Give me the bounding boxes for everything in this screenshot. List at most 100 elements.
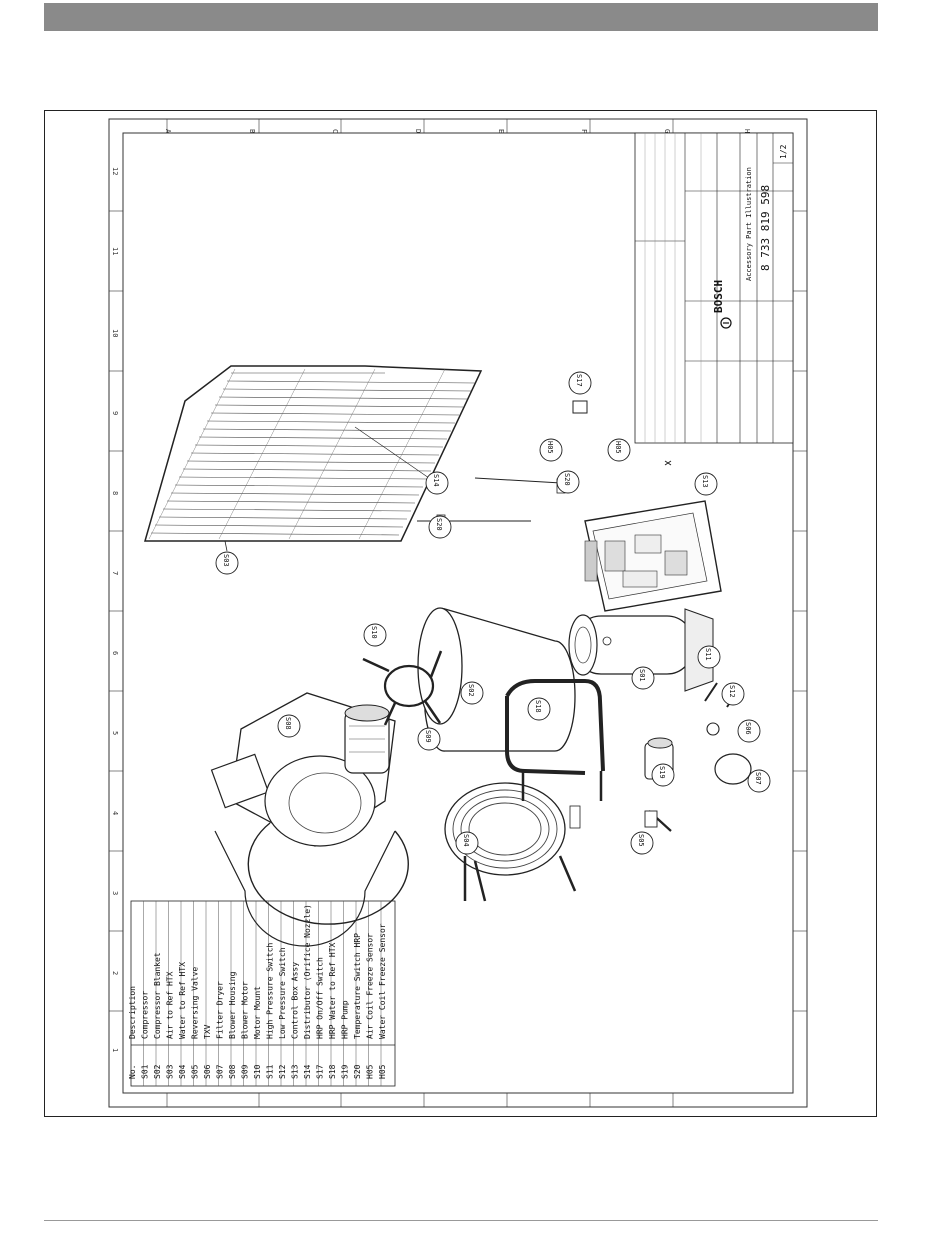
table-cell-desc: Blower Housing bbox=[228, 971, 237, 1039]
table-cell-no: S17 bbox=[316, 1064, 325, 1079]
table-cell-desc: Low Pressure Switch bbox=[278, 947, 287, 1039]
svg-text:S20: S20 bbox=[563, 473, 571, 486]
zone-ticks bbox=[109, 119, 807, 1107]
table-cell-desc: Distributor (Orifice Nozzle) bbox=[303, 904, 312, 1039]
table-cell-desc: HRP On/Off Switch bbox=[316, 957, 325, 1039]
table-cell-no: S01 bbox=[141, 1064, 150, 1079]
water-coil-s04 bbox=[444, 782, 581, 902]
zone-letter-d: D bbox=[414, 129, 422, 133]
svg-text:S09: S09 bbox=[424, 730, 432, 743]
callout-s01: S01 bbox=[631, 666, 655, 690]
svg-text:S17: S17 bbox=[575, 374, 583, 387]
table-cell-no: H05 bbox=[366, 1064, 375, 1079]
zone-number-10: 10 bbox=[111, 329, 119, 337]
motor-mount-s10 bbox=[362, 650, 443, 726]
svg-text:S19: S19 bbox=[658, 766, 666, 779]
table-cell-no: S03 bbox=[166, 1064, 175, 1079]
table-cell-desc: High Pressure Switch bbox=[266, 942, 275, 1039]
table-cell-no: S11 bbox=[266, 1064, 275, 1079]
callout-s03: S03 bbox=[215, 540, 239, 575]
zone-number-1: 1 bbox=[111, 1048, 119, 1052]
table-cell-desc: HRP Pump bbox=[341, 1000, 350, 1039]
zone-number-5: 5 bbox=[111, 731, 119, 735]
table-cell-desc: Water to Ref HTX bbox=[178, 962, 187, 1039]
zone-number-3: 3 bbox=[111, 891, 119, 895]
table-cell-no: S06 bbox=[203, 1064, 212, 1079]
zone-letter-c: C bbox=[331, 129, 339, 133]
svg-text:S07: S07 bbox=[754, 772, 762, 785]
table-cell-no: S04 bbox=[178, 1064, 187, 1079]
document-number: 8 733 819 598 bbox=[759, 185, 772, 271]
zone-letter-b: B bbox=[248, 129, 256, 133]
zone-letters: A B C D E F G H bbox=[164, 129, 751, 134]
callout-s14: S14 bbox=[354, 426, 449, 495]
zone-letter-g: G bbox=[663, 129, 671, 133]
footer-rule bbox=[44, 1220, 878, 1221]
callout-s04: S04 bbox=[455, 831, 479, 855]
svg-text:S05: S05 bbox=[637, 834, 645, 847]
svg-text:S13: S13 bbox=[701, 475, 709, 488]
svg-text:S20: S20 bbox=[435, 518, 443, 531]
compressor-s01 bbox=[568, 608, 714, 692]
callout-s18: S18 bbox=[527, 697, 551, 721]
header-bar bbox=[44, 3, 878, 31]
table-cell-desc: Reversing Valve bbox=[191, 967, 200, 1039]
bosch-logo-icon bbox=[720, 317, 732, 329]
callout-s20b: S20 bbox=[428, 515, 452, 539]
callout-s08: S08 bbox=[277, 714, 301, 738]
svg-text:S18: S18 bbox=[534, 700, 542, 713]
svg-text:S08: S08 bbox=[284, 717, 292, 730]
callout-s17: S17 bbox=[568, 371, 592, 395]
table-cell-no: S07 bbox=[216, 1064, 225, 1079]
callout-s09: S09 bbox=[417, 727, 441, 751]
sheet-border-inner bbox=[122, 132, 794, 1094]
callout-s10: S10 bbox=[363, 623, 387, 647]
svg-text:H05: H05 bbox=[614, 441, 622, 454]
svg-text:H05: H05 bbox=[546, 441, 554, 454]
callout-s11: S11 bbox=[697, 645, 721, 669]
drawing-title: Accessory Part Illustration bbox=[745, 167, 753, 281]
table-cell-no: S19 bbox=[341, 1064, 350, 1079]
zone-number-9: 9 bbox=[111, 411, 119, 415]
zone-letter-h: H bbox=[743, 129, 751, 133]
table-cell-no: S18 bbox=[328, 1064, 337, 1079]
svg-text:S14: S14 bbox=[432, 474, 440, 487]
drawing-frame: A B C D E F G H 1 2 3 4 5 6 7 8 9 10 11 … bbox=[44, 110, 877, 1117]
table-cell-desc: Filter Dryer bbox=[216, 981, 225, 1039]
svg-text:S03: S03 bbox=[222, 554, 230, 567]
svg-text:S10: S10 bbox=[370, 626, 378, 639]
hrp-coil-s18 bbox=[505, 679, 605, 801]
table-cell-desc: Control Box Assy bbox=[291, 962, 300, 1039]
callout-h05a: H05 bbox=[539, 438, 563, 462]
sheet-number: 1/2 bbox=[779, 144, 788, 159]
zone-number-11: 11 bbox=[111, 247, 119, 255]
table-cell-no: H05 bbox=[378, 1064, 387, 1079]
svg-text:S04: S04 bbox=[462, 834, 470, 847]
table-cell-desc: Compressor Blanket bbox=[153, 952, 162, 1039]
blower-motor-s09 bbox=[344, 704, 390, 774]
zone-letter-f: F bbox=[580, 129, 588, 133]
table-cell-no: S08 bbox=[228, 1064, 237, 1079]
zone-number-12: 12 bbox=[111, 167, 119, 175]
filter-dryer-s07-body bbox=[714, 753, 752, 785]
exploded-diagram: A B C D E F G H 1 2 3 4 5 6 7 8 9 10 11 … bbox=[108, 118, 808, 1108]
control-box-s13 bbox=[584, 500, 722, 612]
callout-s12: S12 bbox=[721, 682, 745, 706]
table-header-desc: Description bbox=[128, 986, 137, 1039]
callout-s06: S06 bbox=[737, 719, 761, 743]
air-coil-s03 bbox=[144, 365, 483, 542]
zone-letter-e: E bbox=[497, 129, 505, 133]
table-cell-desc: Water Coil Freeze Sensor bbox=[378, 923, 387, 1039]
callout-h05b: H05 bbox=[607, 438, 631, 462]
table-cell-no: S20 bbox=[353, 1064, 362, 1079]
svg-text:S11: S11 bbox=[704, 648, 712, 661]
table-cell-no: S10 bbox=[253, 1064, 262, 1079]
svg-text:S01: S01 bbox=[638, 669, 646, 682]
table-cell-no: S09 bbox=[241, 1064, 250, 1079]
zone-number-7: 7 bbox=[111, 571, 119, 575]
svg-text:S02: S02 bbox=[467, 684, 475, 697]
zone-number-6: 6 bbox=[111, 651, 119, 655]
table-cell-no: S14 bbox=[303, 1064, 312, 1079]
zone-letter-a: A bbox=[164, 129, 172, 134]
table-cell-no: S12 bbox=[278, 1064, 287, 1079]
